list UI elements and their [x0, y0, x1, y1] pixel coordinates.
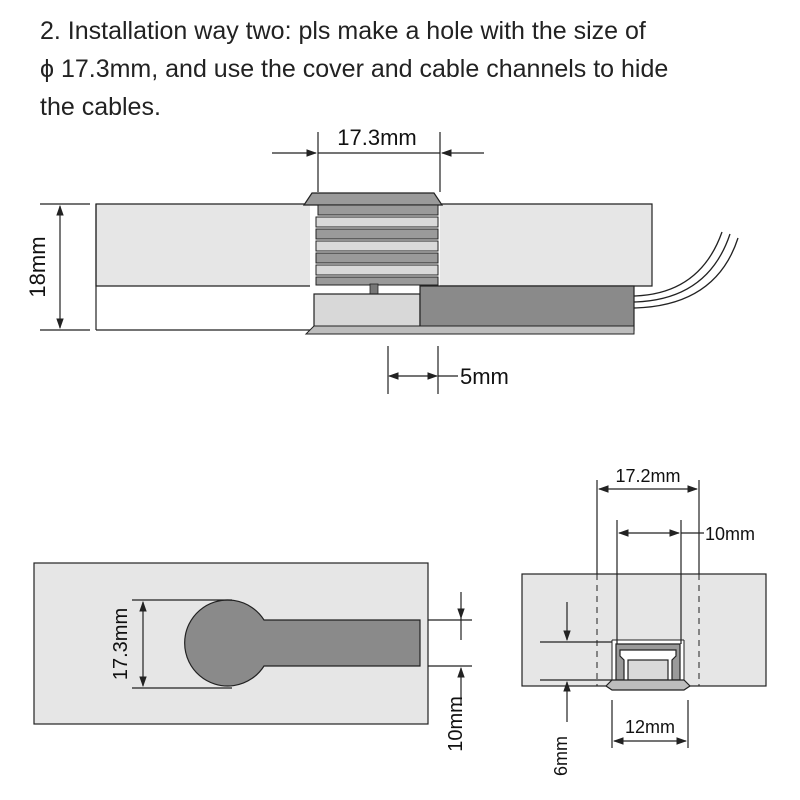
- label-profile-outer: 17.2mm: [615, 466, 680, 486]
- side-section-view: 17.3mm 18mm 5mm: [25, 125, 739, 394]
- cable-channel: [419, 285, 635, 331]
- dimension-profile-depth: [540, 602, 612, 722]
- label-profile-bottom: 12mm: [625, 717, 675, 737]
- keyhole-slot: [184, 599, 421, 687]
- dimension-profile-inner: [616, 520, 704, 644]
- channel-profile-view: 17.2mm 10mm 12mm 6mm: [521, 466, 767, 776]
- dimension-profile-bottom: [611, 700, 689, 748]
- channel-lip: [304, 325, 635, 335]
- label-slot-height: 17.3mm: [110, 608, 132, 680]
- guide-lines: [596, 574, 700, 686]
- dimension-channel-width: [428, 592, 472, 706]
- cables: [633, 231, 739, 309]
- label-channel-width: 10mm: [445, 696, 467, 752]
- dimension-height: [40, 203, 90, 331]
- channel-cover: [313, 293, 421, 331]
- aluminium-profile: [605, 643, 691, 691]
- dimension-slot-height: [132, 599, 232, 689]
- label-profile-depth: 6mm: [551, 736, 571, 776]
- dimension-hole-width: [272, 132, 484, 192]
- instruction-line-1: 2. Installation way two: pls make a hole…: [40, 17, 646, 45]
- instruction-line-2: ϕ 17.3mm, and use the cover and cable ch…: [40, 55, 669, 83]
- dimension-profile-outer: [596, 480, 700, 574]
- instruction-text: 2. Installation way two: pls make a hole…: [40, 12, 790, 126]
- label-height: 18mm: [25, 236, 50, 297]
- label-hole-width: 17.3mm: [337, 125, 416, 150]
- dimension-offset: [387, 346, 458, 394]
- label-offset: 5mm: [460, 364, 509, 389]
- top-view-keyhole: 17.3mm 10mm: [33, 562, 472, 752]
- spotlight-housing: [302, 192, 444, 295]
- label-profile-inner: 10mm: [705, 524, 755, 544]
- instruction-line-3: the cables.: [40, 93, 161, 121]
